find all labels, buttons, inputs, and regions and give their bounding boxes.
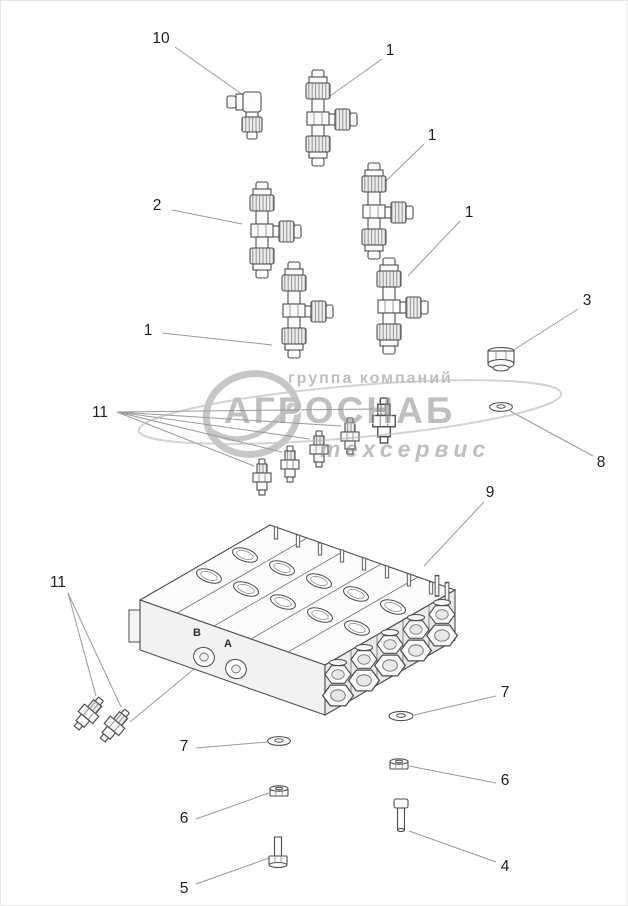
callout-2: 2: [152, 197, 162, 214]
callout-4: 4: [500, 858, 510, 875]
valve-sections: [322, 598, 458, 707]
callout-9: 9: [485, 484, 495, 501]
manifold-block-9: B A: [128, 524, 458, 716]
tee-fitting-1d: [376, 257, 429, 355]
callout-11-1: 11: [91, 404, 109, 421]
top-ports-row-1: [232, 547, 406, 615]
callout-11-2: 11: [49, 574, 67, 591]
washer-7-right: [388, 710, 414, 722]
elbow-fitting-10: [226, 91, 263, 140]
nut-6-left: [269, 785, 289, 797]
callout-3: 3: [582, 292, 592, 309]
plug-3: [487, 346, 515, 372]
adapter-fittings-bottom-left-11: [68, 692, 135, 747]
tee-fitting-1c: [281, 261, 334, 359]
callout-6-1: 6: [500, 772, 510, 789]
callout-6-2: 6: [179, 810, 189, 827]
adapter-fittings-middle-11: [252, 397, 396, 496]
callout-1-2: 1: [427, 127, 437, 144]
washer-8: [489, 402, 513, 412]
nut-6-right: [389, 758, 409, 770]
bolt-5: [268, 836, 288, 869]
top-ports-row-2: [196, 568, 370, 636]
callout-7-2: 7: [179, 738, 189, 755]
tee-fitting-1a: [305, 69, 358, 167]
callout-1-3: 1: [464, 204, 474, 221]
bolt-4: [393, 798, 409, 833]
port-label-b: B: [193, 627, 201, 639]
callout-7-1: 7: [500, 684, 510, 701]
callout-8: 8: [596, 454, 606, 471]
leader-lines: [67, 46, 594, 885]
port-face-BA: B A: [193, 627, 247, 680]
callout-1-1: 1: [385, 42, 395, 59]
port-label-a: A: [224, 638, 232, 650]
callout-10: 10: [152, 30, 170, 47]
callout-5: 5: [179, 880, 189, 897]
washer-7-left: [267, 736, 291, 746]
callout-1-4: 1: [143, 322, 153, 339]
tee-fitting-1b: [361, 162, 414, 260]
